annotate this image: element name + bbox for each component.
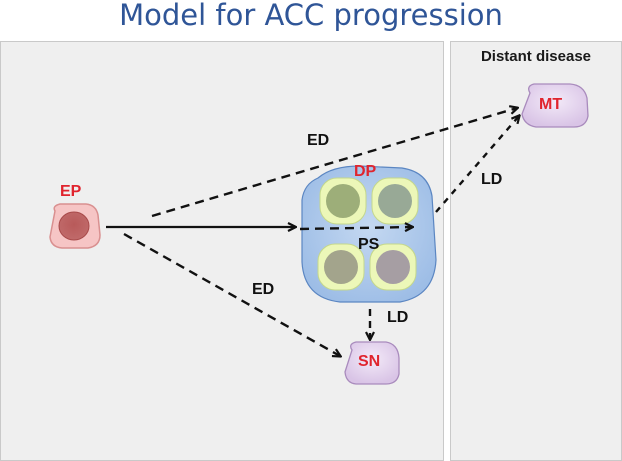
ed-label-upper: ED bbox=[307, 132, 330, 149]
arrow-dp-to-mt bbox=[435, 116, 519, 213]
dp-label: DP bbox=[354, 163, 377, 180]
ed-label-lower: ED bbox=[252, 281, 275, 298]
cluster-cell bbox=[319, 177, 367, 225]
sn-cell bbox=[344, 341, 400, 385]
cluster-cell bbox=[371, 177, 419, 225]
arrow-dp-internal-ps bbox=[299, 227, 412, 229]
arrow-ep-to-mt bbox=[151, 108, 517, 218]
ld-label-lower: LD bbox=[387, 309, 409, 326]
cluster-cell bbox=[317, 243, 365, 291]
distant-disease-title: Distant disease bbox=[480, 48, 592, 65]
mt-cell bbox=[521, 83, 589, 128]
ld-label-upper: LD bbox=[481, 171, 503, 188]
mt-label: MT bbox=[539, 96, 563, 113]
diagram-title: Model for ACC progression bbox=[119, 0, 503, 32]
arrow-ep-to-sn bbox=[123, 232, 340, 356]
sn-label: SN bbox=[358, 353, 381, 370]
ep-label: EP bbox=[60, 183, 82, 200]
ps-label: PS bbox=[358, 236, 380, 253]
ep-cell bbox=[49, 203, 101, 249]
cluster-cell bbox=[369, 243, 417, 291]
dp-cluster bbox=[301, 165, 437, 303]
